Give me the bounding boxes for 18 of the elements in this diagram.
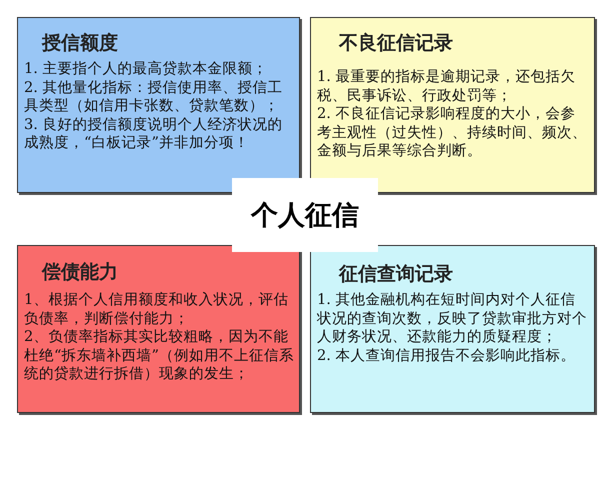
list-item: 1. 主要指个人的最高贷款本金限额；	[24, 60, 269, 78]
card-heading: 偿债能力	[42, 260, 118, 285]
title-text: 个人征信	[251, 199, 359, 233]
card-heading: 征信查询记录	[339, 262, 453, 287]
list-item: 2. 本人查询信用报告不会影响此指标。	[317, 346, 577, 365]
list-item: 2、负债率指标其实比较粗略，因为不能杜绝“拆东墙补西墙”（例如用不上征信系统的贷款进行拆借）现象的发生；	[24, 328, 295, 384]
category-card	[17, 245, 300, 413]
category-card	[17, 17, 300, 193]
list-item: 1. 最重要的指标是逾期记录，还包括欠税、民事诉讼、行政处罚等；	[317, 68, 577, 105]
list-item: 3. 良好的授信额度说明个人经济状况的成熟度，“白板记录”并非加分项！	[24, 116, 284, 152]
category-card	[310, 17, 595, 193]
card-heading: 授信额度	[42, 31, 118, 56]
category-card	[310, 245, 595, 413]
list-item: 1、根据个人信用额度和收入状况，评估负债率，判断偿付能力；	[24, 291, 290, 328]
card-heading: 不良征信记录	[339, 31, 453, 56]
list-item: 2. 其他量化指标：授信使用率、授信工具类型（如信用卡张数、贷款笔数）；	[24, 78, 284, 116]
list-item: 2. 不良征信记录影响程度的大小，会参考主观性（过失性）、持续时间、频次、金额与后果等综合判断。	[317, 105, 588, 160]
list-item: 1. 其他金融机构在短时间内对个人征信状况的查询次数，反映了贷款审批方对个人财务状况、还款能力的质疑程度；	[317, 291, 588, 346]
